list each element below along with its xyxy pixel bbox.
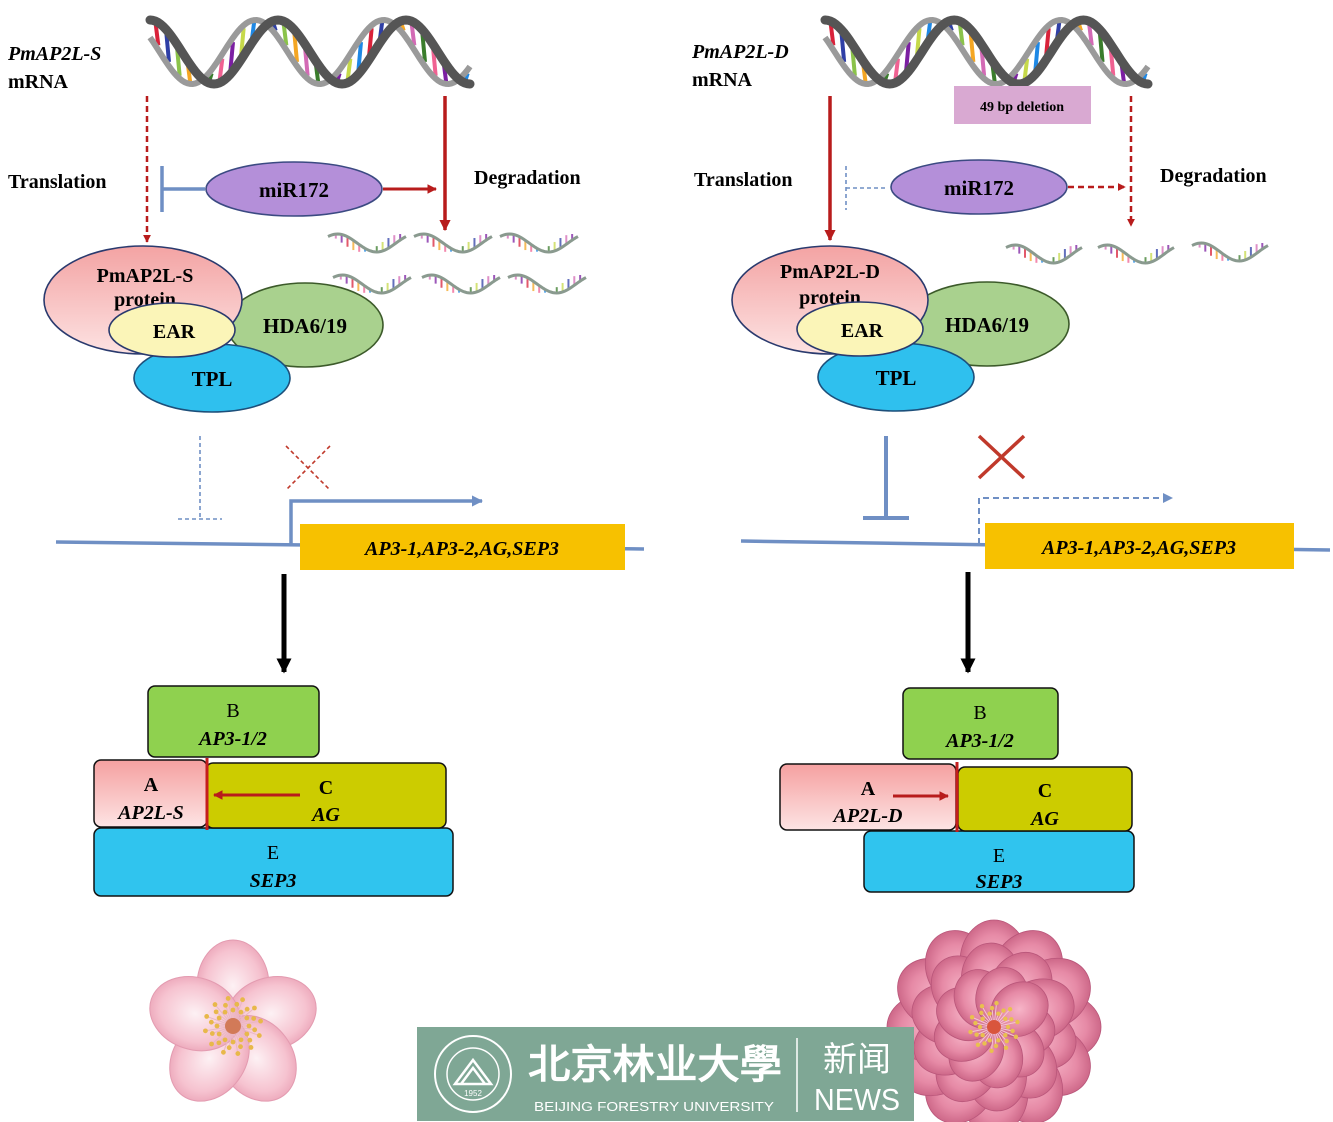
left-panel: PmAP2L-S mRNA Translation Degradation mi… [7,15,645,897]
a-letter-right: A [861,778,876,800]
target-gene-label-left: AP3-1,AP3-2,AG,SEP3 [363,538,559,560]
watermark-banner [417,1027,914,1121]
target-gene-label-right: AP3-1,AP3-2,AG,SEP3 [1040,537,1236,559]
a-letter-left: A [144,774,159,796]
tpl-label-left: TPL [192,367,233,391]
tpl-label-right: TPL [876,366,917,390]
hda-label-left: HDA6/19 [263,314,347,338]
b-letter-left: B [226,700,239,722]
right-panel: 49 bp deletion PmAP2L-D mRNA Translation… [691,15,1331,893]
dna-helix-left [145,15,475,89]
inhibition-bar-left [160,166,205,212]
deletion-box [954,86,1091,124]
c-gene-right: AG [1029,808,1059,830]
block-cross-right [977,434,1026,480]
e-gene-left: SEP3 [250,870,297,892]
double-flower-photo [886,919,1102,1122]
e-letter-right: E [993,845,1005,867]
university-name-cn: 北京林业大學 [528,1042,782,1087]
mir172-right [890,159,1068,215]
news-en: NEWS [814,1082,900,1117]
b-letter-right: B [973,702,986,724]
mir172-left [205,161,383,217]
translation-label-right: Translation [694,169,793,191]
mrna-label-left: mRNA [8,71,69,93]
transcription-arrow-left [289,495,484,545]
c-letter-right: C [1038,780,1052,802]
c-letter-left: C [319,777,333,799]
seal-year: 1952 [464,1089,482,1098]
mir172-label-right: miR172 [944,176,1014,200]
degraded-rna-fragments-left [327,232,587,295]
a-gene-left: AP2L-S [116,802,184,824]
protein-label-right-1: PmAP2L-D [780,261,880,283]
b-class-box-left [147,685,320,758]
block-cross-left [285,445,331,491]
ear-label-right: EAR [841,320,884,342]
single-flower-photo [149,939,317,1102]
target-gene-box-right [985,523,1294,569]
mir172-label-left: miR172 [259,178,329,202]
university-seal: 1952 [434,1035,512,1113]
e-gene-right: SEP3 [976,871,1023,893]
university-watermark: 1952 北京林业大學 BEIJING FORESTRY UNIVERSITY … [417,1027,914,1121]
dna-helix-right [820,15,1153,89]
ear-domain-left [108,302,236,358]
mrna-label-right: mRNA [692,69,753,91]
weak-repression-symbol-left [178,436,222,520]
b-gene-left: AP3-1/2 [197,728,267,750]
degraded-rna-fragments-right [1005,241,1269,265]
hda-label-right: HDA6/19 [945,313,1029,337]
target-gene-box-left [300,524,625,570]
deletion-label: 49 bp deletion [980,100,1064,115]
protein-label-left-1: PmAP2L-S [97,265,194,287]
gene-label-left: PmAP2L-S [7,43,101,65]
strong-repression-symbol-right [863,436,909,520]
b-class-box-right [902,687,1059,760]
ear-label-left: EAR [153,321,196,343]
degradation-label-left: Degradation [474,167,581,189]
a-gene-right: AP2L-D [832,805,903,827]
gene-label-right: PmAP2L-D [691,41,789,63]
inhibition-bar-right [845,166,888,210]
university-name-en: BEIJING FORESTRY UNIVERSITY [534,1099,774,1114]
ear-domain-right [796,301,924,357]
c-gene-left: AG [310,804,340,826]
degradation-label-right: Degradation [1160,165,1267,187]
e-letter-left: E [267,842,279,864]
translation-label-left: Translation [8,171,107,193]
b-gene-right: AP3-1/2 [944,730,1014,752]
transcription-arrow-right [978,493,1173,544]
news-cn: 新闻 [823,1041,891,1079]
